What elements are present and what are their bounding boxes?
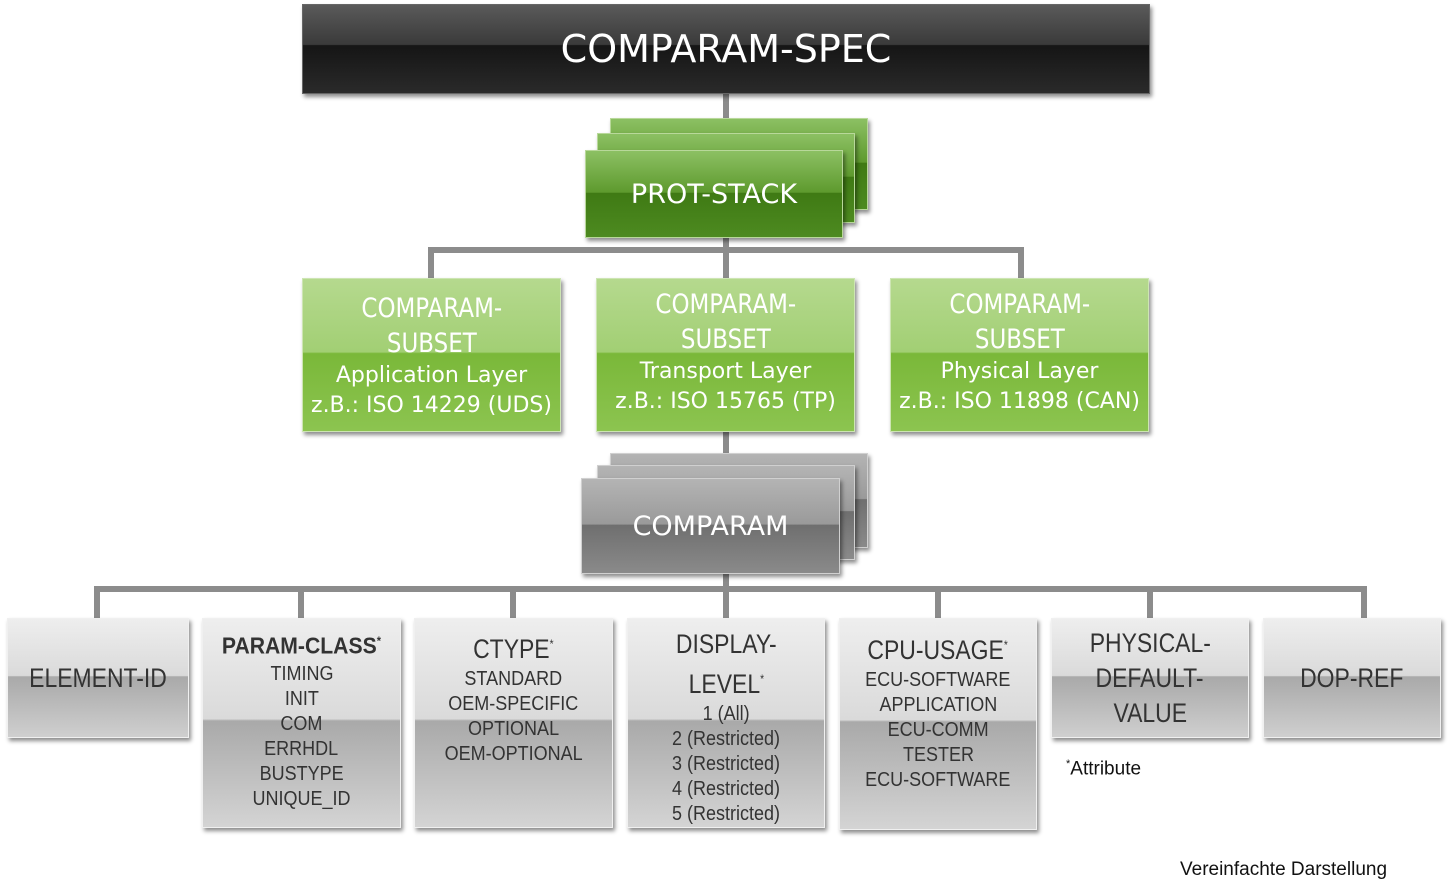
- node-title: SUBSET: [386, 328, 477, 359]
- list-item: 5 (Restricted): [671, 803, 781, 825]
- comparam-subset-application: COMPARAM- SUBSET Application Layer z.B.:…: [302, 278, 561, 432]
- connector: [723, 586, 729, 620]
- list-item: UNIQUE_ID: [252, 787, 351, 810]
- connector: [94, 586, 1367, 592]
- list-item: ERRHDL: [264, 737, 339, 760]
- list-item: 4 (Restricted): [671, 778, 781, 800]
- node-title: COMPARAM-: [361, 293, 502, 324]
- list-item: 1 (All): [702, 703, 750, 725]
- attribute-mark: *: [376, 634, 382, 648]
- caption: Vereinfachte Darstellung: [1180, 859, 1388, 880]
- footnote: *Attribute: [1066, 758, 1141, 780]
- node-title: CPU-USAGE: [867, 635, 1005, 665]
- list-item: ECU-SOFTWARE: [865, 669, 1011, 691]
- layer-label: Application Layer: [335, 363, 528, 388]
- connector: [510, 586, 516, 620]
- node-title: CTYPE: [473, 634, 550, 664]
- list-item: 2 (Restricted): [671, 728, 781, 750]
- connector: [298, 586, 304, 620]
- layer-label: Physical Layer: [940, 359, 1099, 384]
- example-label: z.B.: ISO 14229 (UDS): [311, 393, 552, 418]
- display-level-node: DISPLAY- LEVEL* 1 (All) 2 (Restricted) 3…: [627, 618, 825, 828]
- comparam-node: COMPARAM: [581, 478, 840, 574]
- list-item: 3 (Restricted): [671, 753, 781, 775]
- node-title: PARAM-CLASS: [221, 632, 377, 659]
- connector: [723, 572, 729, 592]
- list-item: INIT: [284, 687, 319, 710]
- prot-stack-node: PROT-STACK: [585, 150, 843, 238]
- example-label: z.B.: ISO 11898 (CAN): [899, 389, 1140, 414]
- attribute-mark: *: [759, 672, 764, 686]
- connector: [428, 247, 1024, 253]
- node-title: SUBSET: [680, 324, 771, 355]
- connector: [428, 247, 434, 279]
- connector: [1018, 247, 1024, 279]
- cpu-usage-node: CPU-USAGE* ECU-SOFTWARE APPLICATION ECU-…: [839, 618, 1037, 830]
- node-title: SUBSET: [974, 324, 1065, 355]
- list-item: ECU-SOFTWARE: [865, 769, 1011, 791]
- layer-label: Transport Layer: [639, 359, 812, 384]
- param-class-node: PARAM-CLASS* TIMING INIT COM ERRHDL BUST…: [202, 618, 401, 828]
- comparam-subset-transport: COMPARAM- SUBSET Transport Layer z.B.: I…: [596, 278, 855, 432]
- comparam-subset-physical: COMPARAM- SUBSET Physical Layer z.B.: IS…: [890, 278, 1149, 432]
- node-title: ELEMENT-ID: [29, 662, 167, 693]
- connector: [1361, 586, 1367, 620]
- list-item: OPTIONAL: [467, 718, 560, 740]
- connector: [723, 238, 729, 280]
- node-title: PHYSICAL-: [1089, 627, 1211, 658]
- connector: [94, 586, 100, 620]
- list-item: ECU-COMM: [887, 719, 989, 741]
- example-label: z.B.: ISO 15765 (TP): [615, 389, 836, 414]
- attribute-mark: *: [1066, 758, 1071, 770]
- node-title: COMPARAM-: [655, 289, 796, 320]
- node-title: DEFAULT-: [1096, 662, 1204, 693]
- connector: [1147, 586, 1153, 620]
- node-title: COMPARAM: [632, 510, 789, 542]
- list-item: OEM-OPTIONAL: [444, 743, 583, 765]
- node-title: COMPARAM-SPEC: [560, 27, 892, 71]
- node-title: VALUE: [1113, 697, 1187, 728]
- list-item: APPLICATION: [879, 694, 997, 716]
- list-item: OEM-SPECIFIC: [448, 693, 579, 715]
- list-item: TESTER: [902, 744, 974, 766]
- physical-default-value-node: PHYSICAL- DEFAULT- VALUE: [1051, 618, 1249, 738]
- footnote-text: Attribute: [1070, 758, 1142, 780]
- attribute-mark: *: [549, 637, 554, 651]
- list-item: TIMING: [270, 662, 333, 685]
- node-title: DOP-REF: [1300, 662, 1404, 693]
- list-item: COM: [280, 712, 323, 735]
- attribute-mark: *: [1004, 638, 1009, 652]
- element-id-node: ELEMENT-ID: [7, 618, 189, 738]
- node-title: LEVEL: [688, 669, 760, 699]
- list-item: BUSTYPE: [259, 762, 344, 785]
- node-title: COMPARAM-: [949, 289, 1090, 320]
- node-title: PROT-STACK: [630, 178, 798, 210]
- connector: [935, 586, 941, 620]
- dop-ref-node: DOP-REF: [1263, 618, 1441, 738]
- comparam-spec-node: COMPARAM-SPEC: [302, 4, 1150, 94]
- ctype-node: CTYPE* STANDARD OEM-SPECIFIC OPTIONAL OE…: [414, 618, 613, 828]
- list-item: STANDARD: [464, 668, 563, 690]
- node-title: DISPLAY-: [675, 629, 777, 659]
